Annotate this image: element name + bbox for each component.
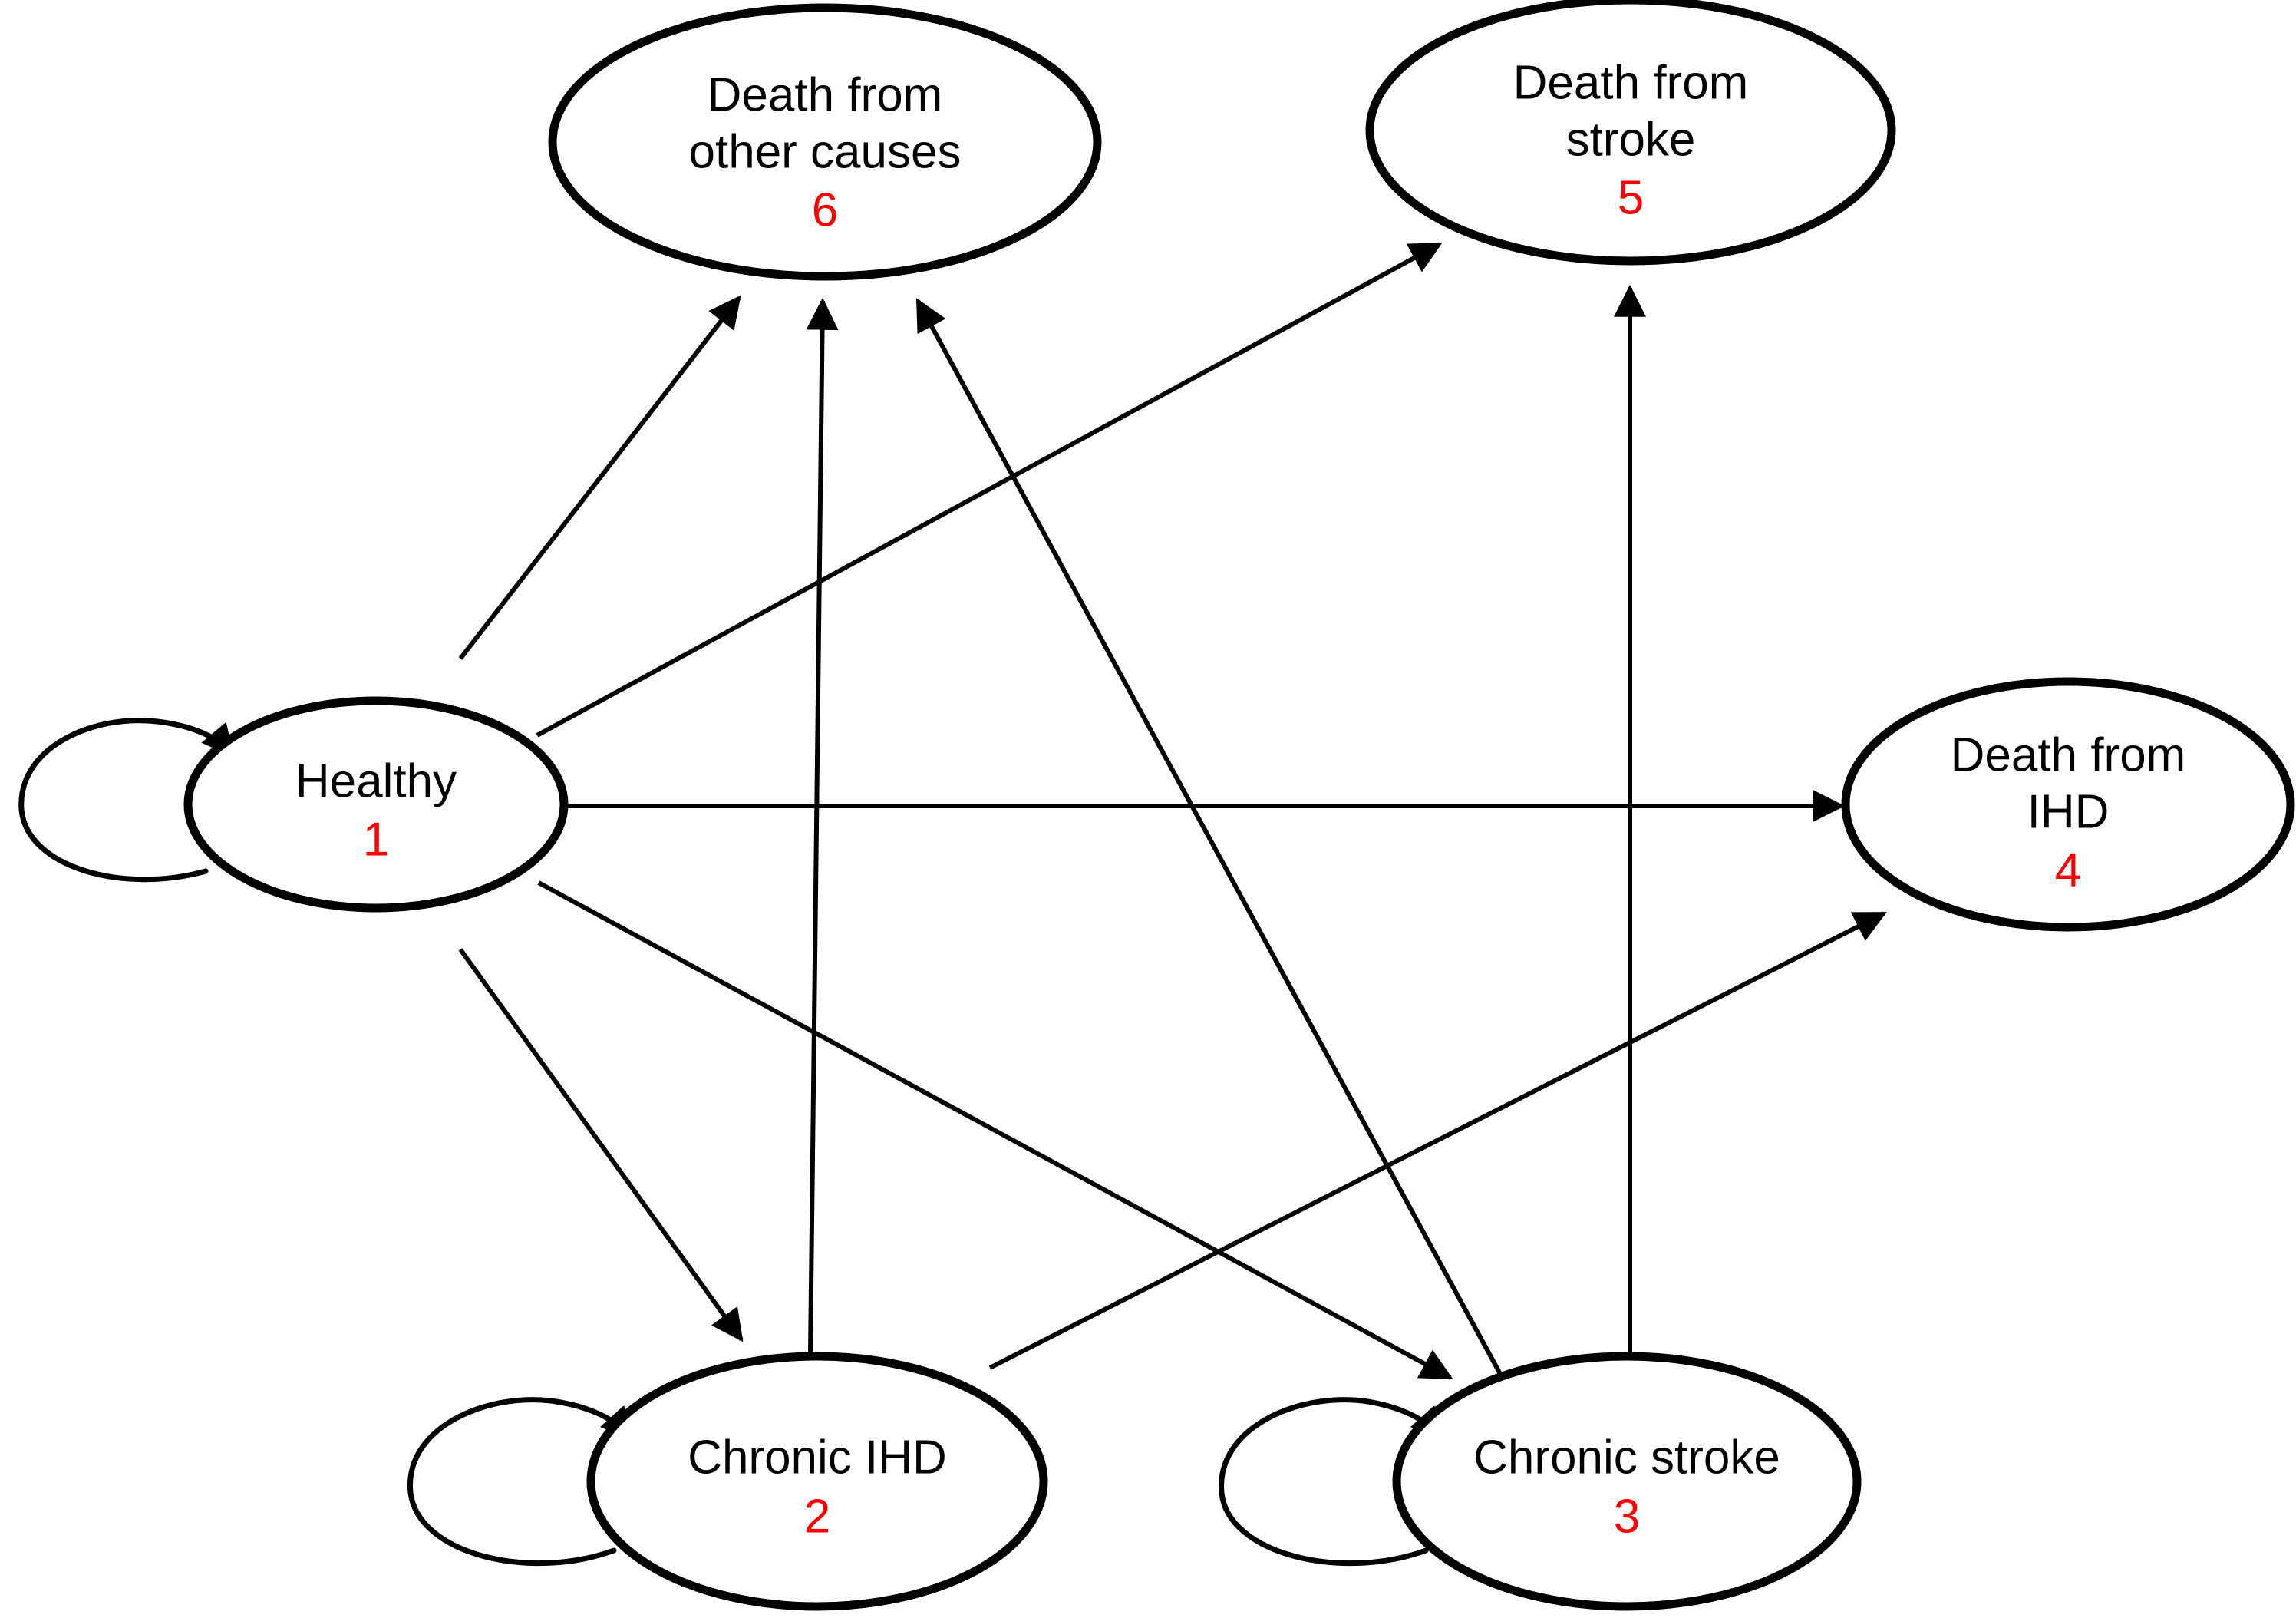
node-death-from-ihd-label-line2: IHD	[2027, 785, 2110, 838]
edge-chronic-ihd-to-death-other	[806, 297, 839, 1419]
self-loop-healthy	[18, 718, 235, 883]
node-healthy-index: 1	[363, 813, 389, 866]
node-death-from-ihd-index: 4	[2055, 844, 2081, 897]
node-death-from-stroke[interactable]: Death from stroke 5	[1365, 0, 1896, 266]
node-healthy-ellipse[interactable]	[183, 696, 569, 913]
node-chronic-stroke-label-line1: Chronic stroke	[1473, 1431, 1780, 1484]
edge-healthy-to-death-other	[458, 295, 741, 660]
node-chronic-stroke-index: 3	[1614, 1490, 1640, 1543]
node-healthy-label-line1: Healthy	[295, 755, 457, 807]
self-loop-chronic-ihd	[407, 1397, 634, 1567]
node-layer: Healthy 1 Chronic IHD 2 Chronic stroke 3…	[183, 0, 2295, 1611]
edge-chronic-ihd-to-death-ihd	[988, 911, 1887, 1370]
edge-healthy-to-chronic-ihd	[458, 948, 744, 1342]
node-death-from-other-causes-label-line1: Death from	[708, 68, 943, 121]
edge-healthy-to-death-stroke	[536, 242, 1443, 738]
node-death-from-other-causes-index: 6	[812, 183, 838, 236]
node-chronic-ihd[interactable]: Chronic IHD 2	[586, 1352, 1048, 1611]
node-death-from-other-causes-ellipse[interactable]	[548, 3, 1102, 281]
node-chronic-ihd-index: 2	[804, 1490, 830, 1543]
node-death-from-ihd[interactable]: Death from IHD 4	[1841, 677, 2295, 932]
node-chronic-ihd-label-line1: Chronic IHD	[688, 1431, 947, 1484]
edge-healthy-to-chronic-stroke	[537, 880, 1453, 1380]
node-death-from-stroke-label-line2: stroke	[1566, 113, 1696, 166]
edge-layer	[458, 242, 1887, 1419]
self-loop-layer	[18, 718, 1444, 1567]
node-chronic-stroke[interactable]: Chronic stroke 3	[1392, 1352, 1862, 1611]
node-chronic-ihd-ellipse[interactable]	[586, 1352, 1048, 1611]
node-death-from-ihd-label-line1: Death from	[1951, 728, 2186, 781]
node-healthy[interactable]: Healthy 1	[183, 696, 569, 913]
edge-chronic-stroke-to-death-other	[915, 298, 1503, 1375]
node-death-from-stroke-index: 5	[1618, 171, 1644, 224]
node-chronic-stroke-ellipse[interactable]	[1392, 1352, 1862, 1611]
node-death-from-stroke-label-line1: Death from	[1513, 56, 1749, 109]
node-death-from-ihd-ellipse[interactable]	[1841, 677, 2295, 932]
self-loop-chronic-stroke	[1219, 1397, 1444, 1567]
node-death-from-stroke-ellipse[interactable]	[1365, 0, 1896, 266]
node-death-from-other-causes-label-line2: other causes	[689, 125, 962, 178]
node-death-from-other-causes[interactable]: Death from other causes 6	[548, 3, 1102, 281]
